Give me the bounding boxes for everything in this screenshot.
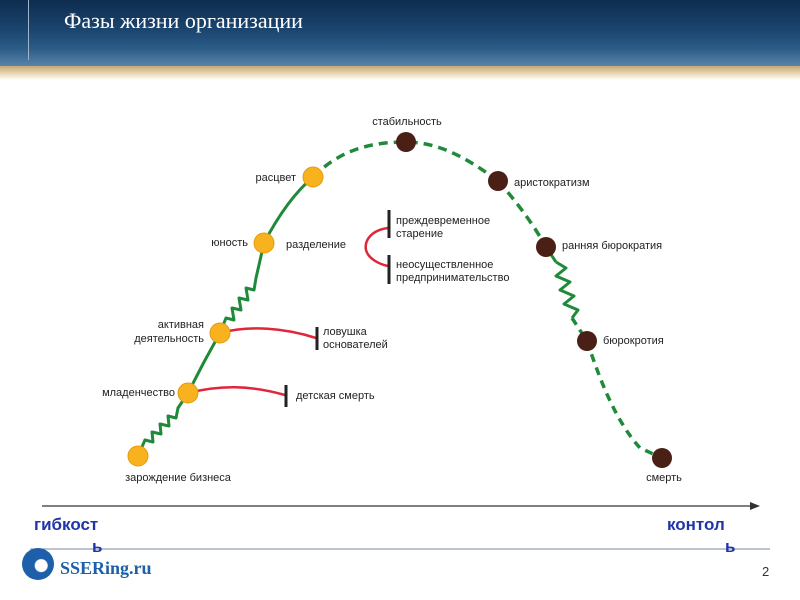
curve-dashed [585,340,663,460]
label-divorce: разделение [286,239,346,251]
node-adolescence [253,232,275,254]
zigzag-gogo [218,276,258,335]
node-stability [396,132,416,152]
node-infancy [177,382,199,404]
decline-nodes [396,132,672,468]
decline-curve-end [570,317,663,460]
axis-label-flexibility-2: ь [92,537,103,556]
label-aristocracy: аристократизм [514,177,590,189]
header-banner: Фазы жизни организации [0,0,800,68]
page-number: 2 [762,564,770,579]
growth-curve [136,175,315,458]
label-death: смерть [646,472,682,484]
label-bureaucracy: бюрокротия [603,335,664,347]
node-gogo [209,322,231,344]
label-gogo-line2: деятельность [134,333,204,345]
zigzag-bureaucracy [554,260,580,319]
header-divider [28,0,29,60]
axis-label-control-1: контол [667,515,725,534]
logo-icon [22,548,54,580]
label-infant-death: детская смерть [296,390,375,402]
label-founders-trap-1: ловушка [323,326,368,338]
label-entrepreneurship-1: неосуществленное [396,259,493,271]
node-birth [127,445,149,467]
curve-dashed [496,179,548,248]
zigzag-birth [143,406,180,444]
trap-lines [187,226,389,397]
decline-curve-solid [544,246,580,319]
trap-bars [284,210,391,407]
trap-line-infant [187,386,286,397]
label-infancy: младенчество [102,387,175,399]
node-bureaucracy [577,331,597,351]
label-gogo-line1: активная [157,319,204,331]
axis-label-control-2: ь [725,537,736,556]
trap-line-divorce [364,226,389,268]
label-prime: расцвет [255,172,296,184]
label-founders-trap-2: основателей [323,339,388,351]
label-premature-aging-1: преждевременное [396,215,490,227]
curve-segment [262,175,315,245]
label-early-bureaucracy: ранняя бюрократия [562,240,662,252]
label-gogo-block: активная деятельность [112,318,204,346]
curve-segment [186,331,222,395]
label-birth: зарождение бизнеса [125,472,232,484]
node-death [652,448,672,468]
header-accent-bar [0,66,800,80]
label-entrepreneurship-2: предпринимательство [396,272,509,284]
trap-line-founders [219,327,317,340]
curve-dashed [570,317,589,342]
node-prime [302,166,324,188]
slide-title: Фазы жизни организации [64,8,303,33]
node-early-bureaucracy [536,237,556,257]
axis-arrowhead [750,502,760,510]
label-adolescence: юность [211,237,248,249]
node-aristocracy [488,171,508,191]
label-premature-aging-2: старение [396,228,443,240]
axis-label-flexibility-1: гибкост [34,515,99,534]
logo-text: SSERing.ru [60,558,152,578]
growth-nodes [127,166,324,467]
curve-dashed-top [311,140,500,183]
label-stability: стабильность [372,116,442,128]
